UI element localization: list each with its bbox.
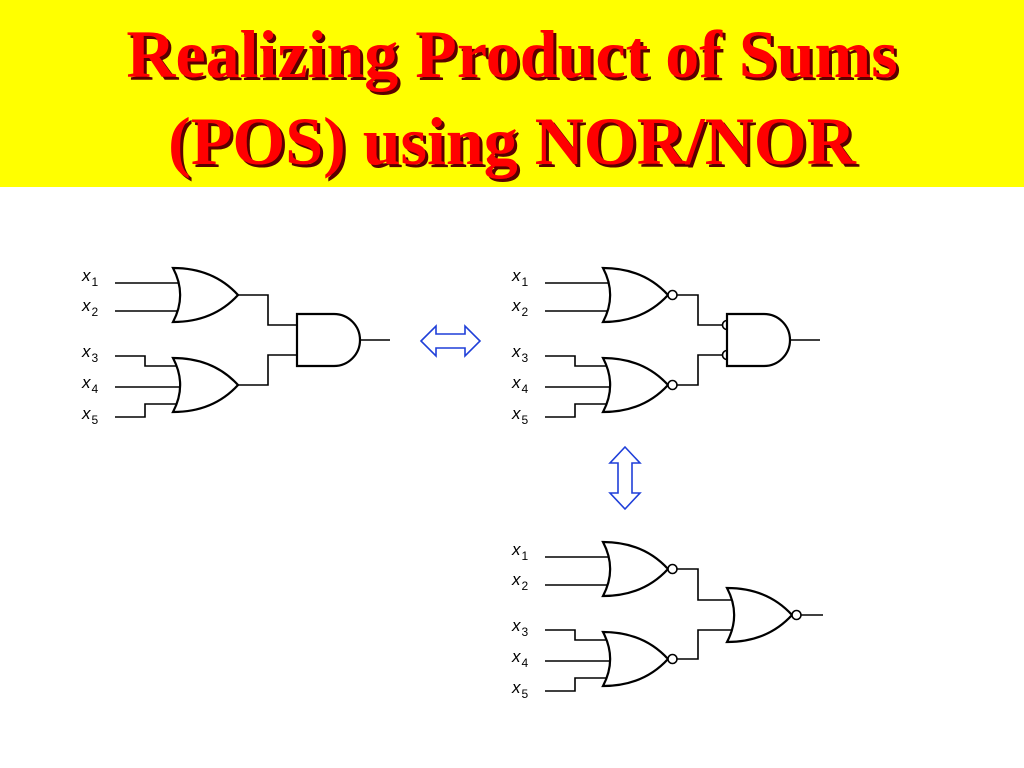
nor-gate bbox=[601, 630, 670, 688]
input-subscript: 2 bbox=[522, 305, 529, 319]
title-banner bbox=[0, 0, 1024, 187]
title-line-2: (POS) using NOR/NOR bbox=[168, 103, 856, 179]
inversion-bubble bbox=[667, 379, 678, 391]
and-gate-inverted-inputs bbox=[725, 312, 792, 368]
wire bbox=[545, 355, 610, 367]
input-subscript: 2 bbox=[92, 305, 99, 319]
input-label-x3: x3 bbox=[511, 616, 529, 639]
inversion-bubble bbox=[667, 563, 678, 575]
wire bbox=[238, 354, 297, 386]
or-and-circuit: x1 x2 x3 x4 x5 bbox=[81, 266, 390, 427]
nor-gate bbox=[601, 266, 670, 324]
input-label-x1: x1 bbox=[511, 540, 529, 563]
or-gate bbox=[171, 266, 240, 324]
input-label-x1: x1 bbox=[511, 266, 529, 289]
input-subscript: 3 bbox=[522, 351, 529, 365]
and-gate bbox=[295, 312, 362, 368]
wire bbox=[115, 403, 180, 418]
wire bbox=[677, 629, 733, 660]
inversion-bubble bbox=[791, 609, 802, 621]
input-subscript: 1 bbox=[522, 549, 529, 563]
input-label-x2: x2 bbox=[511, 570, 529, 593]
wire bbox=[677, 354, 722, 386]
wire bbox=[545, 677, 610, 692]
input-subscript: 5 bbox=[92, 413, 99, 427]
input-subscript: 3 bbox=[92, 351, 99, 365]
input-label-x4: x4 bbox=[81, 373, 99, 396]
input-subscript: 1 bbox=[522, 275, 529, 289]
wire bbox=[238, 294, 297, 326]
input-subscript: 1 bbox=[92, 275, 99, 289]
wire bbox=[677, 294, 722, 326]
input-label-x5: x5 bbox=[511, 678, 529, 701]
input-label-x3: x3 bbox=[81, 342, 99, 365]
input-subscript: 2 bbox=[522, 579, 529, 593]
input-label-x2: x2 bbox=[511, 296, 529, 319]
wire bbox=[115, 355, 180, 367]
nor-nor-circuit: x1 x2 x3 x4 x5 bbox=[511, 540, 823, 701]
input-label-x5: x5 bbox=[511, 404, 529, 427]
input-subscript: 3 bbox=[522, 625, 529, 639]
input-subscript: 4 bbox=[92, 382, 99, 396]
input-subscript: 5 bbox=[522, 687, 529, 701]
input-label-x4: x4 bbox=[511, 373, 529, 396]
nor-gate bbox=[601, 540, 670, 598]
input-label-x5: x5 bbox=[81, 404, 99, 427]
horizontal-double-arrow bbox=[419, 324, 482, 358]
input-label-x3: x3 bbox=[511, 342, 529, 365]
input-label-x4: x4 bbox=[511, 647, 529, 670]
inversion-bubble bbox=[667, 289, 678, 301]
wire bbox=[677, 568, 733, 601]
input-subscript: 4 bbox=[522, 382, 529, 396]
input-subscript: 5 bbox=[522, 413, 529, 427]
nor-gate-output bbox=[725, 586, 794, 644]
input-subscript: 4 bbox=[522, 656, 529, 670]
title-line-1: Realizing Product of Sums bbox=[126, 16, 898, 92]
vertical-double-arrow bbox=[608, 445, 642, 511]
inversion-bubble bbox=[667, 653, 678, 665]
input-label-x1: x1 bbox=[81, 266, 99, 289]
nor-gate bbox=[601, 356, 670, 414]
or-gate bbox=[171, 356, 240, 414]
input-label-x2: x2 bbox=[81, 296, 99, 319]
wire bbox=[545, 629, 610, 641]
nor-and-bubbled-circuit: x1 x2 x3 x4 x5 bbox=[511, 266, 820, 427]
wire bbox=[545, 403, 610, 418]
